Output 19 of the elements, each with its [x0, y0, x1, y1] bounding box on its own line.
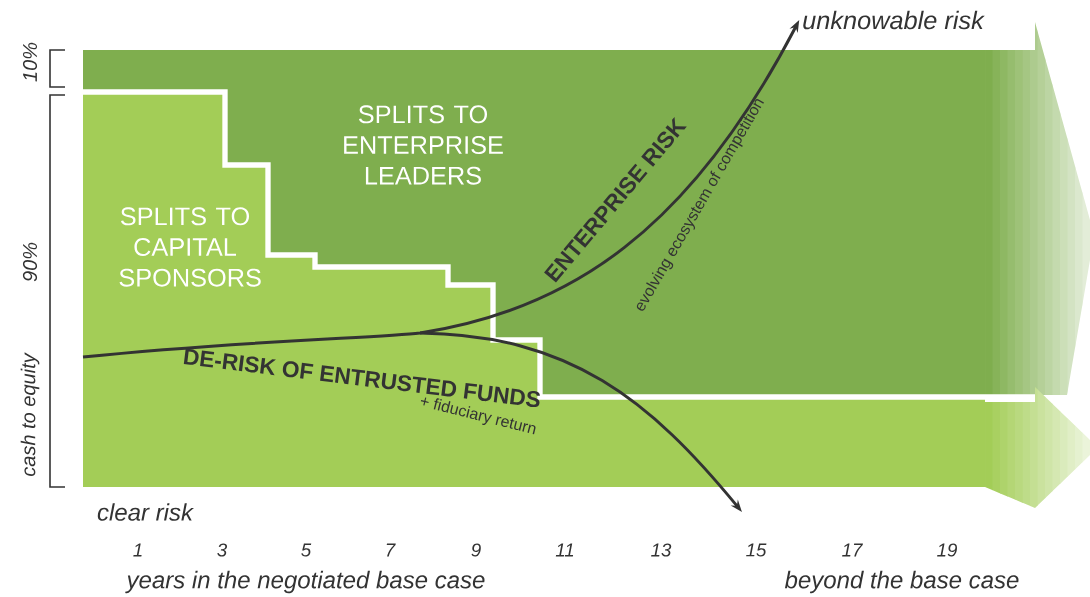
region-label: SPLITS TO ENTERPRISE LEADERS: [344, 105, 503, 185]
tick-label: 7: [386, 543, 396, 557]
region-label: SPLITS TO CAPITAL SPONSORS: [119, 207, 261, 287]
tick-label: 1: [133, 543, 142, 557]
axis-label: beyond the base case: [784, 570, 1019, 594]
axis-label: cash to equity: [20, 352, 40, 477]
tick-label: 19: [937, 543, 957, 557]
tick-label: 3: [217, 543, 228, 557]
tick-label: 17: [842, 543, 863, 557]
tick-label: 15: [746, 543, 767, 557]
axis-end-label: clear risk: [97, 503, 194, 521]
axis-label: years in the negotiated base case: [125, 570, 485, 594]
percent-label: 90%: [22, 242, 38, 282]
percent-label: 10%: [22, 42, 38, 82]
tick-label: 13: [651, 543, 672, 557]
tick-label: 9: [471, 543, 481, 557]
tick-label: 11: [555, 543, 574, 557]
axis-end-label: unknowable risk: [803, 10, 985, 30]
tick-label: 5: [301, 543, 312, 557]
